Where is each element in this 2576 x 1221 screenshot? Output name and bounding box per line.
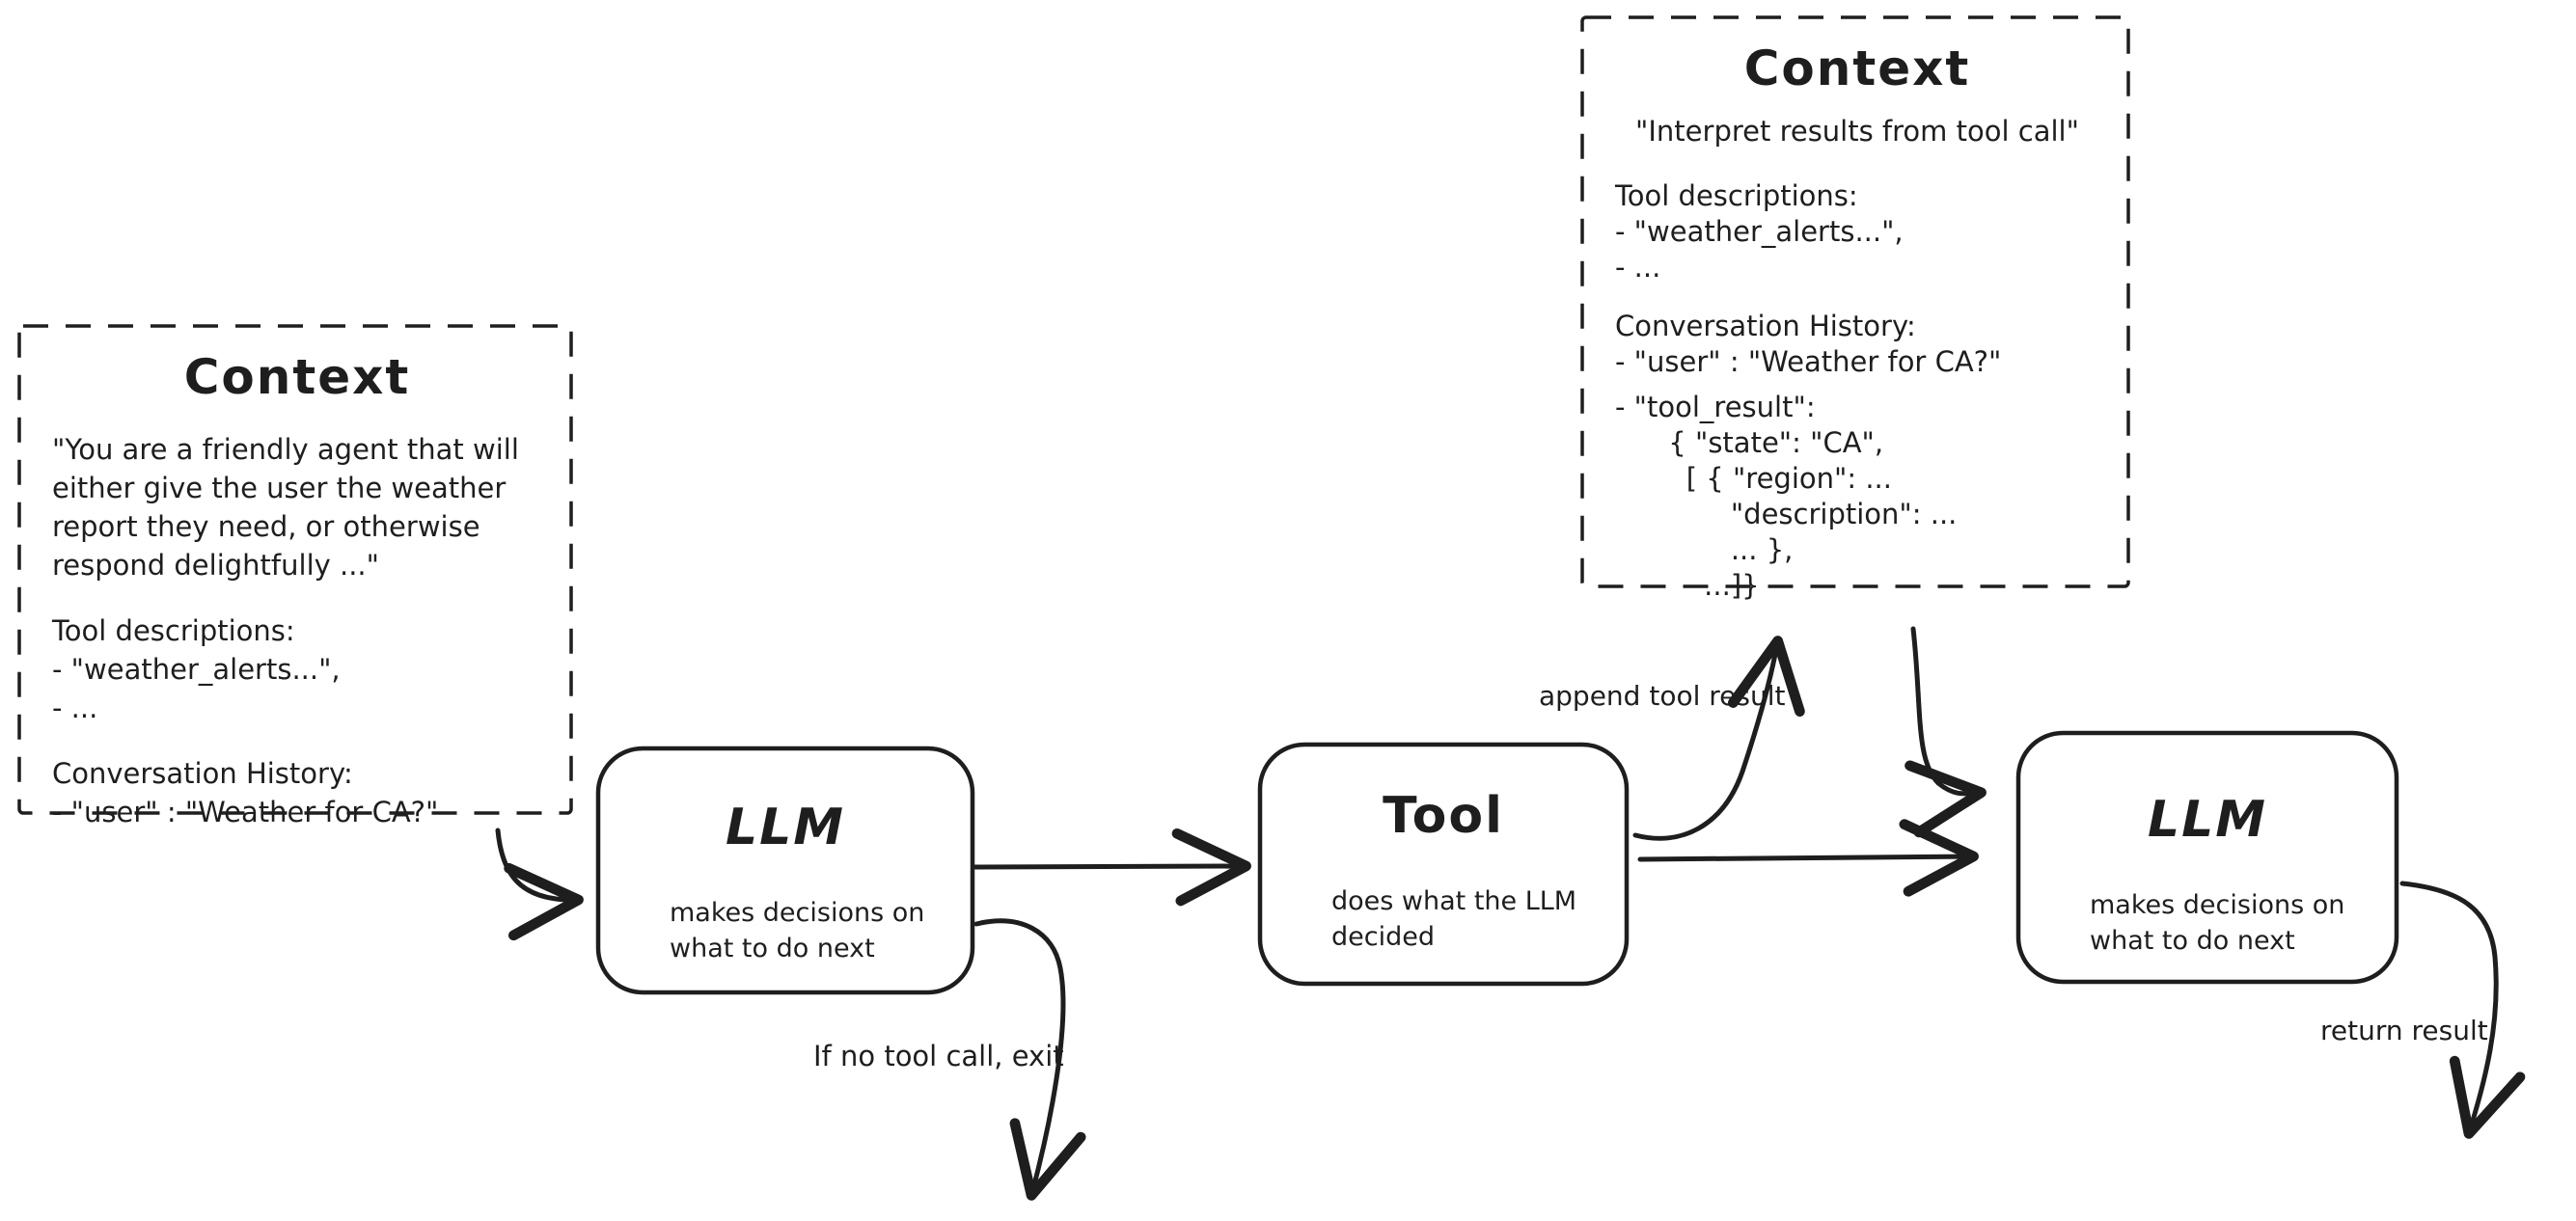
- context-box-after-tool: Context "Interpret results from tool cal…: [1582, 17, 2128, 602]
- context1-tool-descriptions: Tool descriptions: - "weather_alerts..."…: [52, 614, 341, 724]
- arrow-context1-to-llm1: [495, 828, 584, 941]
- tool-title: Tool: [1383, 787, 1504, 845]
- llm2-subtitle: makes decisions on what to do next: [2090, 890, 2345, 956]
- llm1-title: LLM: [725, 799, 845, 856]
- context2-tool-descriptions: Tool descriptions: - "weather_alerts..."…: [1615, 179, 1904, 284]
- llm1-node-border: [595, 746, 975, 995]
- label-return-result: return result: [2320, 1015, 2488, 1046]
- arrow-llm2-return: [2399, 881, 2526, 1139]
- context1-title: Context: [183, 349, 411, 405]
- llm2-title: LLM: [2147, 791, 2267, 849]
- label-append-tool-result: append tool result: [1539, 680, 1786, 712]
- node-llm-1: LLM makes decisions on what to do next: [598, 748, 973, 992]
- context2-tool-result: - "tool_result": { "state": "CA", [ { "r…: [1615, 391, 1958, 602]
- tool-subtitle: does what the LLM decided: [1331, 886, 1577, 952]
- arrow-context2-to-llm2: [1905, 626, 1987, 838]
- node-llm-2: LLM makes decisions on what to do next: [2018, 733, 2397, 982]
- arrow-tool-to-context2-append: [1632, 636, 1805, 841]
- llm1-subtitle: makes decisions on what to do next: [670, 898, 925, 963]
- context-box-2-border: [1580, 15, 2130, 588]
- context1-system-prompt: "You are a friendly agent that will eith…: [52, 433, 519, 582]
- arrow-llm1-to-tool: [972, 828, 1251, 907]
- arrow-tool-to-llm2: [1637, 819, 1979, 897]
- tool-node-border: [1257, 742, 1630, 987]
- context2-instruction: "Interpret results from tool call": [1635, 115, 2079, 148]
- node-tool: Tool does what the LLM decided: [1260, 745, 1627, 984]
- context2-title: Context: [1743, 41, 1971, 96]
- llm2-node-border: [2015, 730, 2399, 985]
- context-box-initial: Context "You are a friendly agent that w…: [19, 326, 571, 828]
- context1-conversation-history: Conversation History: - "user" : "Weathe…: [52, 757, 439, 828]
- label-if-no-tool-call-exit: If no tool call, exit: [813, 1040, 1064, 1072]
- context-box-1-border: [17, 324, 573, 815]
- context2-conversation-history: Conversation History: - "user" : "Weathe…: [1615, 310, 2002, 378]
- arrow-llm1-exit: [973, 918, 1086, 1201]
